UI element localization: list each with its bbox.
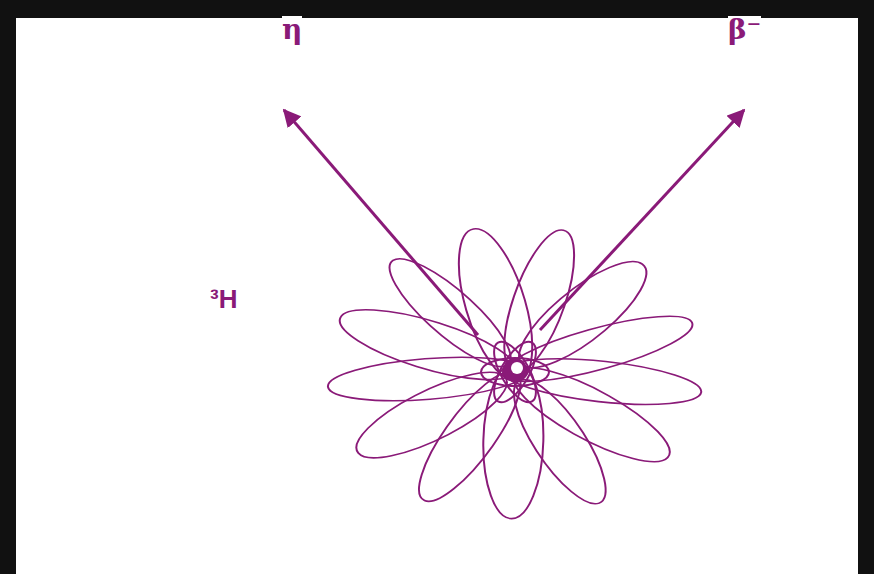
eta-arrow (284, 110, 478, 335)
particle-label: β⁻ (728, 16, 761, 44)
inner-orbit (486, 336, 544, 409)
orbit-ellipse (342, 358, 522, 473)
orbit-ellipse (402, 362, 538, 510)
inner-orbit (486, 336, 544, 409)
inner-orbit (481, 358, 549, 386)
orbit-ellipse (490, 225, 589, 377)
orbit-ellipse (497, 371, 622, 512)
beta-arrow (540, 110, 744, 330)
nucleus (503, 358, 527, 382)
isotope-label: ³H (210, 286, 237, 312)
orbital-flower (325, 224, 704, 519)
nucleus-highlight (511, 362, 523, 374)
particle-label: η (282, 16, 302, 44)
white-ground (16, 18, 858, 574)
